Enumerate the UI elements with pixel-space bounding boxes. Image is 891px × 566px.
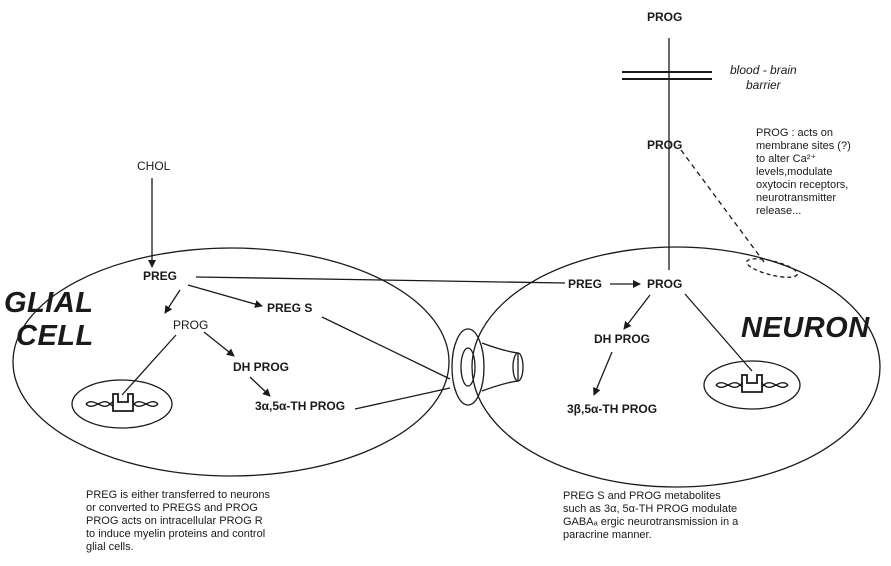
- arrow-prog-dhprog-glial: [203, 331, 235, 357]
- membrane-site-dashed-oval: [746, 258, 798, 278]
- arrow-dhprog-thprog-glial: [249, 376, 271, 397]
- glial-cell-outline: [12, 247, 450, 477]
- neuron-outline: [471, 246, 881, 488]
- arrow-preg-pregs: [187, 284, 263, 308]
- arrow-preg-prog-glial: [164, 289, 181, 314]
- arrow-prog-dhprog-neuron: [623, 294, 651, 330]
- barrier-label-line1: blood - brain: [730, 63, 797, 77]
- axon-end-cap: [512, 352, 524, 382]
- th-prog-alpha-label: 3α,5α-TH PROG: [255, 399, 346, 413]
- th-prog-beta-label: 3β,5α-TH PROG: [567, 402, 658, 416]
- glial-caption: PREG is either transferred to neurons or…: [86, 489, 271, 553]
- barrier-label-line2: barrier: [746, 78, 781, 92]
- preg-s-label: PREG S: [267, 301, 313, 315]
- prog-label-glial: PROG: [173, 318, 209, 332]
- dh-prog-label-neuron: DH PROG: [594, 332, 651, 346]
- preg-label-neuron: PREG: [568, 277, 603, 291]
- membrane-action-note: PROG : acts on membrane sites (?) to alt…: [756, 127, 851, 217]
- arrow-dhprog-thprog-neuron: [593, 351, 613, 396]
- chol-label: CHOL: [137, 159, 171, 173]
- preg-label-glial: PREG: [143, 269, 178, 283]
- prog-label-neuron: PROG: [647, 277, 683, 291]
- line-prog-nucleus-neuron: [684, 293, 753, 372]
- line-thprog-synapse: [354, 387, 451, 410]
- neuron-receptor-icon: [741, 374, 763, 393]
- glial-cell-title-line1: GLIAL: [4, 287, 94, 319]
- dh-prog-label-glial: DH PROG: [233, 360, 290, 374]
- glial-receptor-icon: [112, 393, 134, 412]
- prog-label-blood: PROG: [647, 10, 683, 24]
- line-preg-transfer: [195, 276, 566, 284]
- glial-cell-title-line2: CELL: [16, 320, 94, 352]
- neuron-nucleus: [703, 360, 801, 410]
- synaptic-bouton-outer: [451, 328, 485, 406]
- line-pregs-synapse: [321, 316, 451, 380]
- dashed-membrane-line: [680, 149, 765, 263]
- glial-nucleus: [71, 379, 173, 429]
- line-prog-nucleus-glial: [121, 334, 177, 396]
- axon-terminal: [481, 342, 519, 392]
- synaptic-bouton-inner: [460, 347, 476, 387]
- neuron-caption: PREG S and PROG metabolites such as 3α, …: [563, 490, 739, 541]
- neuron-title: NEURON: [741, 312, 870, 344]
- prog-label-brain: PROG: [647, 138, 683, 152]
